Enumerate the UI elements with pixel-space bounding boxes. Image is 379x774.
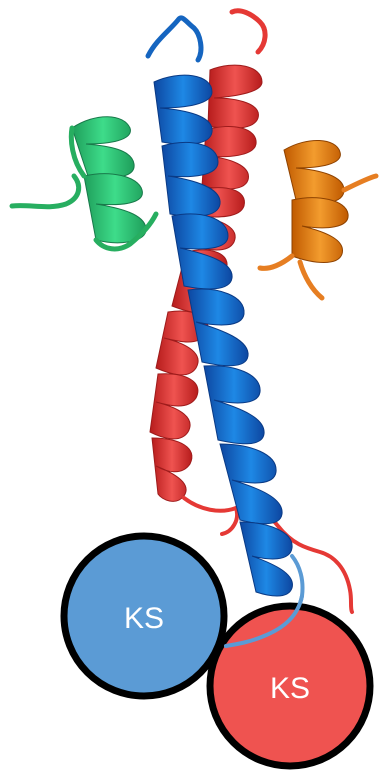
helix-orange: [260, 140, 376, 298]
ks-domain-blue: KS: [64, 536, 224, 696]
helix-green: [12, 117, 156, 249]
ks-domain-red: KS: [210, 606, 370, 766]
ks-label-blue: KS: [124, 602, 164, 635]
ks-label-red: KS: [270, 672, 310, 705]
